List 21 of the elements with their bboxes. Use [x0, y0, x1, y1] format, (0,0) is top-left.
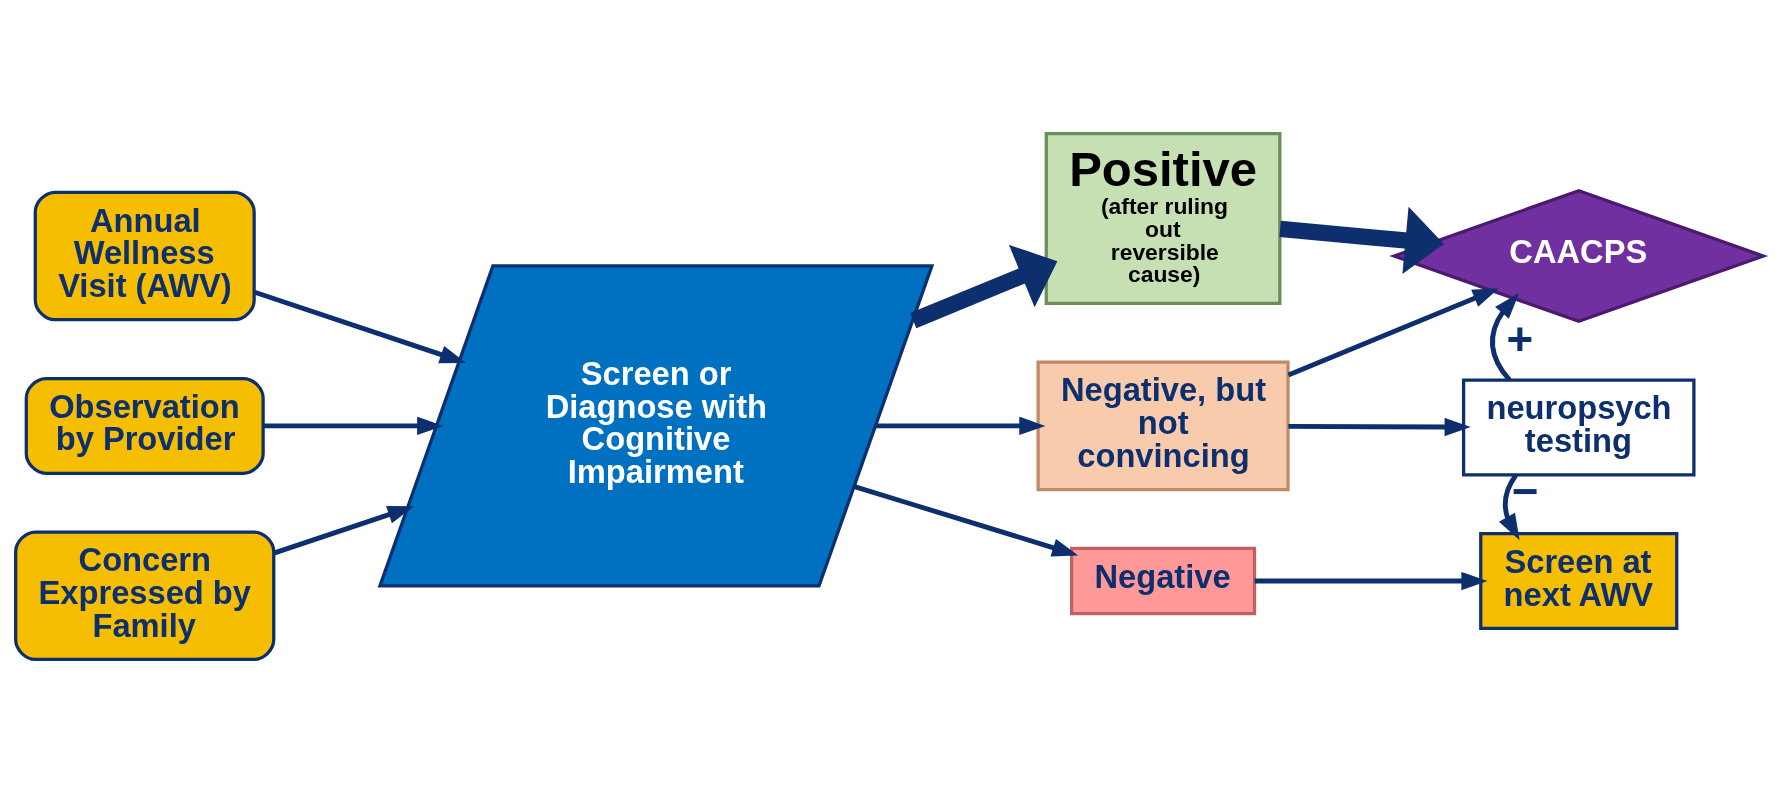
- arrow: [1279, 206, 1444, 274]
- arrow: [875, 416, 1046, 436]
- node-box: Negative, but not convincing: [1036, 360, 1290, 492]
- arrow: [1490, 293, 1520, 382]
- node-box: Negative: [1069, 546, 1257, 616]
- arrow: [1287, 288, 1499, 378]
- arrow: [910, 244, 1058, 329]
- node-box: neuropsych testing: [1461, 378, 1696, 477]
- node-diamond: CAACPS: [1389, 188, 1769, 324]
- arrow: [273, 505, 414, 556]
- arrow: [1254, 571, 1488, 591]
- node-box: Observation by Provider: [24, 376, 265, 475]
- node-box: Positive (after ruling out reversible cause): [1044, 131, 1282, 306]
- node-box: Concern Expressed by Family: [14, 530, 276, 662]
- arrow: [1288, 417, 1471, 437]
- node-box: Screen at next AWV: [1479, 532, 1679, 631]
- arrow: [253, 289, 466, 364]
- node-box: Annual Wellness Visit (AWV): [33, 190, 256, 322]
- arrow: [263, 416, 444, 436]
- arrow: [853, 484, 1079, 557]
- arrow: [1498, 473, 1520, 541]
